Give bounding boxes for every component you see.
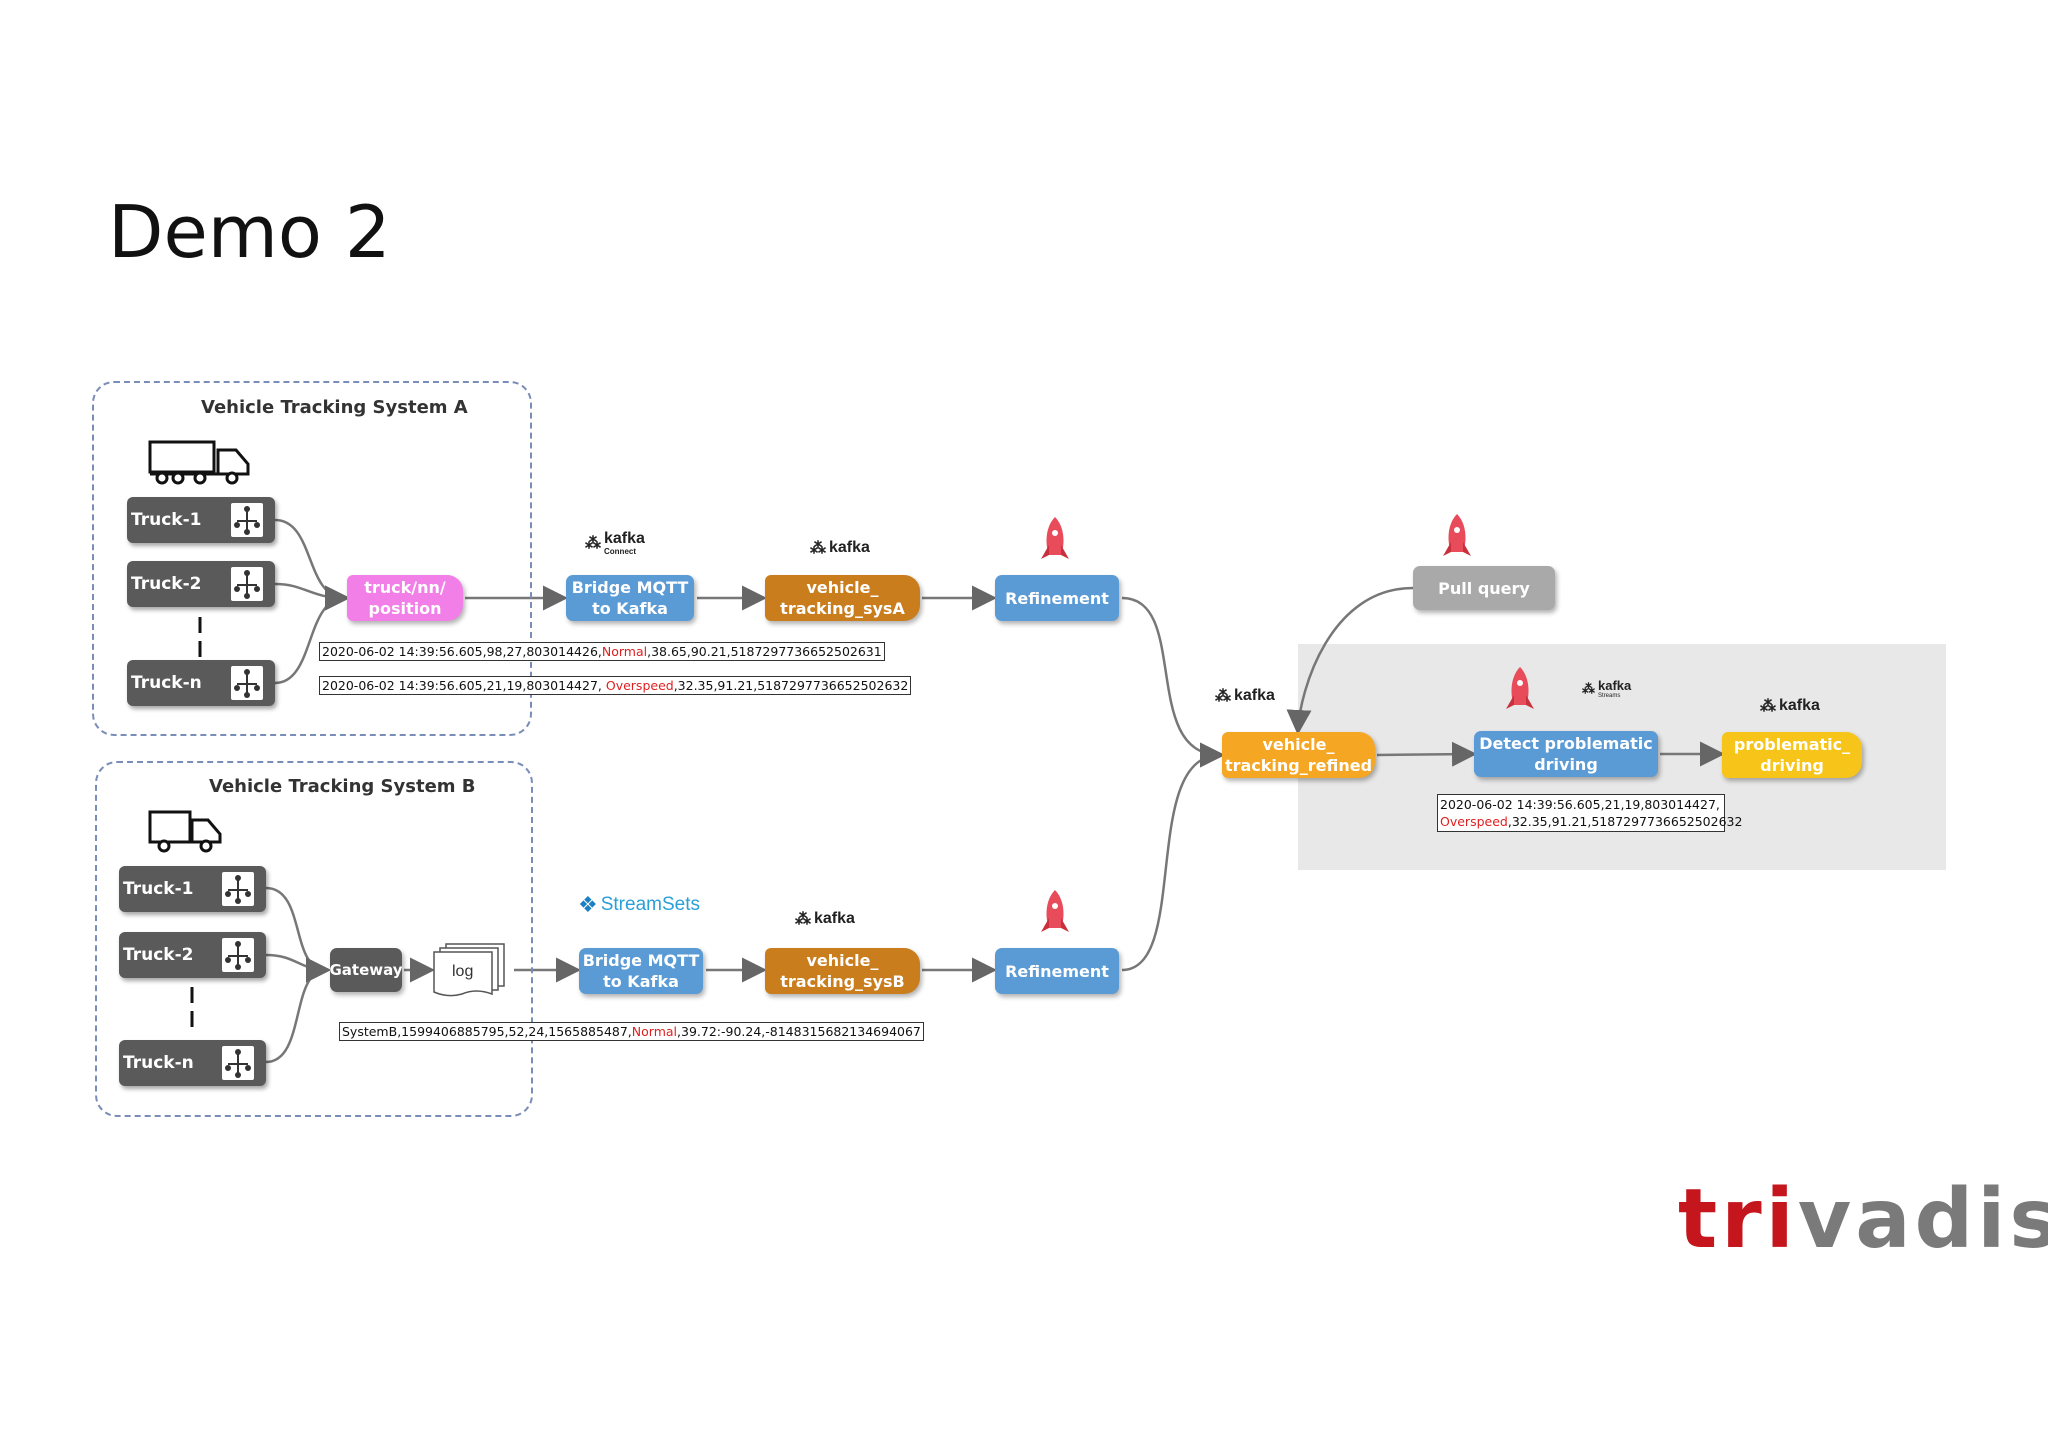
refine-b-to-refined	[1121, 742, 1225, 972]
log-files-icon	[433, 943, 505, 997]
truck-n-b: Truck-n	[119, 1040, 266, 1086]
record-status: Overspeed	[1440, 814, 1508, 829]
truck-1-a: Truck-1	[127, 497, 275, 543]
detect-problematic-node: Detect problematic driving	[1474, 731, 1658, 777]
truck-2-b: Truck-2	[119, 932, 266, 978]
logo-text: kafka	[814, 910, 855, 927]
system-b-title: Vehicle Tracking System B	[209, 776, 476, 797]
pull-query-link	[1286, 586, 1414, 735]
kafka-icon: ⁂	[795, 911, 811, 928]
kafka-icon: ⁂	[1582, 681, 1595, 696]
logo-text: kafka	[1779, 697, 1820, 714]
truck-2-a: Truck-2	[127, 561, 275, 607]
record-status: Overspeed	[605, 678, 674, 693]
logo-sub: Streams	[1598, 693, 1621, 699]
rocket-icon	[1041, 517, 1069, 559]
logo-text: kafka	[1598, 678, 1632, 693]
logo-tri: tri	[1678, 1172, 1798, 1267]
truck-label: Truck-1	[123, 879, 194, 899]
truck-label: Truck-1	[131, 510, 202, 530]
record-status: Normal	[601, 644, 648, 659]
pull-query-node: Pull query	[1413, 566, 1555, 610]
record-text: SystemB,1599406885795,52,24,1565885487,	[342, 1024, 632, 1039]
kafka-icon: ⁂	[1215, 688, 1231, 705]
kafka-logo-problematic: ⁂kafka	[1760, 696, 1820, 716]
kafka-icon: ⁂	[810, 540, 826, 557]
refined-to-detect	[1376, 741, 1477, 767]
logo-text: kafka	[829, 539, 870, 556]
truck-label: Truck-n	[123, 1053, 194, 1073]
bridge-mqtt-a-node: Bridge MQTT to Kafka	[566, 575, 694, 621]
record-text: ,32.35,91.21,5187297736652502632	[1507, 814, 1743, 829]
truck-label: Truck-n	[131, 673, 202, 693]
refinement-b-node: Refinement	[995, 948, 1119, 994]
mqtt-topic-node: truck/nn/ position	[347, 575, 463, 621]
logo-vadis: vadis	[1797, 1172, 2048, 1267]
truck-icon-a	[148, 440, 250, 485]
truck-label: Truck-2	[123, 945, 194, 965]
logo-sub: Connect	[604, 547, 636, 556]
record-text: ,39.72:-90.24,-8148315682134694067	[677, 1024, 921, 1039]
kafka-icon: ⁂	[585, 534, 601, 552]
system-a-box	[92, 381, 532, 736]
rocket-icon	[1506, 667, 1534, 709]
logo-text: kafka	[604, 530, 645, 547]
log-label: log	[452, 963, 474, 980]
record-text: 2020-06-02 14:39:56.605,21,19,803014427,	[322, 678, 606, 693]
hub-icon	[222, 1046, 254, 1080]
kafka-logo-refined: ⁂kafka	[1215, 686, 1275, 706]
sample-record-b: SystemB,1599406885795,52,24,1565885487,N…	[339, 1022, 924, 1041]
sample-record-a1: 2020-06-02 14:39:56.605,98,27,803014426,…	[319, 642, 885, 661]
kafka-icon: ⁂	[1760, 698, 1776, 715]
logo-text: kafka	[1234, 687, 1275, 704]
record-text: 2020-06-02 14:39:56.605,21,19,803014427,	[1440, 797, 1720, 812]
truckn-a-link	[274, 585, 350, 685]
slide-title: Demo 2	[108, 190, 391, 274]
record-status: Normal	[631, 1024, 678, 1039]
gateway-node: Gateway	[329, 948, 403, 992]
truckn-b-link	[265, 957, 331, 1064]
sample-record-a2: 2020-06-02 14:39:56.605,21,19,803014427,…	[319, 676, 912, 695]
hub-icon	[222, 938, 254, 972]
hub-icon	[231, 666, 263, 700]
record-text: ,32.35,91.21,5187297736652502632	[673, 678, 909, 693]
truck-n-a: Truck-n	[127, 660, 275, 706]
sample-record-central: 2020-06-02 14:39:56.605,21,19,803014427,…	[1437, 794, 1742, 832]
bridge-mqtt-b-node: Bridge MQTT to Kafka	[579, 948, 703, 994]
refinement-a-node: Refinement	[995, 575, 1119, 621]
truck-1-b: Truck-1	[119, 866, 266, 912]
rocket-icon	[1041, 890, 1069, 932]
trivadis-logo: trivadis	[1678, 1172, 2048, 1267]
record-text: 2020-06-02 14:39:56.605,98,27,803014426,	[322, 644, 602, 659]
kafka-logo-b: ⁂kafka	[795, 909, 855, 929]
system-b-box	[95, 761, 533, 1117]
truck-icon-b	[148, 810, 222, 853]
streamsets-icon: ❖	[578, 892, 598, 917]
topic-problematic-node: problematic_ driving	[1722, 732, 1862, 778]
rocket-icon	[1443, 514, 1471, 556]
hub-icon	[222, 872, 254, 906]
refine-a-to-refined	[1121, 596, 1225, 768]
topic-sysA-node: vehicle_ tracking_sysA	[765, 575, 920, 621]
hub-icon	[231, 567, 263, 601]
topic-refined-node: vehicle_ tracking_refined	[1222, 732, 1375, 778]
truck-label: Truck-2	[131, 574, 202, 594]
streamsets-logo: ❖StreamSets	[578, 892, 700, 918]
record-text: ,38.65,90.21,5187297736652502631	[647, 644, 882, 659]
system-a-title: Vehicle Tracking System A	[201, 397, 468, 418]
kafka-logo-a: ⁂kafka	[810, 538, 870, 558]
topic-sysB-node: vehicle_ tracking_sysB	[765, 948, 920, 994]
hub-icon	[231, 503, 263, 537]
logo-text: StreamSets	[600, 894, 700, 915]
